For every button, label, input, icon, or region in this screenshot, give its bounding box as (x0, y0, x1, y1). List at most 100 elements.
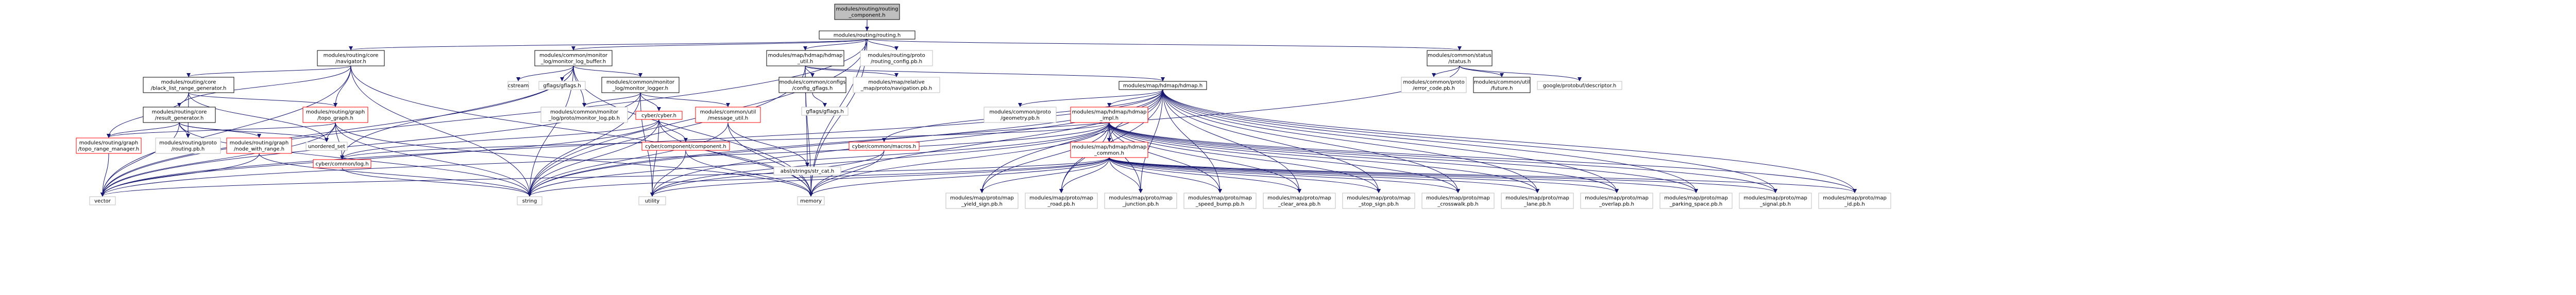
node-label: _id.pb.h (1844, 202, 1865, 207)
edge-core_navigator-to-string (350, 65, 532, 197)
node-topo_range_manager[interactable]: modules/routing/graph/topo_range_manager… (76, 137, 142, 154)
edge-hdmap_h-to-stop_sign (1162, 89, 1381, 193)
node-label: modules/map/proto/map (1109, 196, 1173, 201)
node-box (849, 142, 920, 151)
edge-result_generator-to-unordered_set (179, 122, 329, 142)
node-hdmap_common[interactable]: modules/map/hdmap/hdmap_common.h (1070, 142, 1148, 158)
node-box (801, 107, 849, 116)
node-error_code: modules/common/proto/error_code.pb.h (1401, 77, 1467, 93)
node-label: modules/map/proto/map (1267, 196, 1331, 201)
node-label: modules/common/proto (989, 110, 1050, 115)
edge-status_h-to-descriptor (1459, 65, 1582, 81)
node-core_navigator[interactable]: modules/routing/core/navigator.h (317, 50, 385, 66)
edge-result_generator-to-routing_pb (179, 122, 190, 138)
edge-cyber_h-to-cyber_component (658, 119, 688, 142)
node-label: _clear_area.pb.h (1278, 202, 1320, 207)
node-box (1104, 193, 1177, 209)
node-label: _parking_space.pb.h (1669, 202, 1723, 207)
node-label: modules/map/proto/map (1029, 196, 1093, 201)
node-label: _speed_bump.pb.h (1195, 202, 1244, 207)
node-label: string (522, 199, 537, 204)
node-label: _log/monitor_logger.h (612, 86, 668, 92)
node-signal_pb: modules/map/proto/map_signal.pb.h (1739, 193, 1812, 209)
node-label: /black_list_range_generator.h (151, 86, 227, 92)
node-box (540, 107, 628, 123)
edge-hdmap_h-to-string (528, 89, 1163, 197)
node-routing_pb: modules/routing/proto/routing.pb.h (155, 137, 221, 154)
node-box (1263, 193, 1336, 209)
node-memory: memory (797, 196, 825, 205)
edge-config_gflags-to-gflags_h (812, 92, 827, 107)
node-box (1025, 193, 1098, 209)
node-speed_bump: modules/map/proto/map_speed_bump.pb.h (1183, 193, 1257, 209)
edge-hdmap_h-to-clear_area (1162, 89, 1301, 193)
edge-hdmap_common-to-junction_pb (1109, 157, 1143, 193)
node-label: modules/map/proto/map (1505, 196, 1569, 201)
node-label: _map/proto/navigation.pb.h (860, 86, 933, 92)
node-hdmap_util[interactable]: modules/map/hdmap/hdmap_util.h (766, 50, 844, 66)
node-label: absl/strings/str_cat.h (781, 169, 834, 175)
node-absl_str_cat: absl/strings/str_cat.h (773, 166, 841, 176)
node-label: cstream (508, 83, 529, 89)
node-future_h[interactable]: modules/common/util/future.h (1473, 77, 1531, 93)
node-hdmap_h[interactable]: modules/map/hdmap/hdmap.h (1118, 81, 1207, 90)
node-gflags_h: gflags/gflags.h (801, 107, 849, 116)
node-label: _component.h (848, 13, 885, 19)
edge-hdmap_impl-to-cyber_log (340, 122, 1110, 160)
node-cyber_h[interactable]: cyber/cyber.h (635, 111, 683, 120)
edge-topo_graph-to-vector (100, 122, 336, 197)
node-box (507, 81, 529, 90)
node-status_h[interactable]: modules/common/status/status.h (1427, 50, 1493, 66)
node-hdmap_impl[interactable]: modules/map/hdmap/hdmap_impl.h (1070, 107, 1148, 123)
edge-hdmap_common-to-id_pb (1109, 157, 1857, 193)
node-label: cyber/common/log.h (315, 162, 368, 167)
edge-core_navigator-to-result_generator (177, 65, 351, 107)
edge-cyber_h-to-vector (100, 119, 659, 197)
edge-hdmap_common-to-clear_area (1109, 157, 1301, 193)
node-cyber_macros[interactable]: cyber/common/macros.h (849, 142, 920, 151)
node-black_list[interactable]: modules/routing/core/black_list_range_ge… (143, 77, 234, 93)
edge-hdmap_h-to-signal_pb (1162, 89, 1777, 193)
node-box (1342, 193, 1415, 209)
node-cyber_log[interactable]: cyber/common/log.h (313, 159, 371, 168)
node-label: _util.h (797, 59, 813, 65)
node-message_util[interactable]: modules/common/util/message_util.h (695, 107, 761, 123)
node-label: /status.h (1448, 59, 1471, 65)
node-label: modules/routing/proto (868, 53, 925, 59)
edge-cyber_macros-to-memory (809, 150, 885, 197)
node-label: modules/common/util (700, 110, 756, 115)
node-config_gflags[interactable]: modules/common/configs/config_gflags.h (778, 77, 846, 93)
node-box (155, 137, 221, 154)
edge-message_util-to-absl_str_cat (727, 122, 809, 167)
node-result_generator[interactable]: modules/routing/core/result_generator.h (143, 107, 216, 123)
node-cyber_component[interactable]: cyber/component/component.h (641, 142, 730, 151)
node-relative_map: modules/map/relative_map/proto/navigatio… (853, 77, 940, 93)
node-box (1070, 107, 1148, 123)
node-label: modules/map/hdmap/hdmap.h (1123, 83, 1202, 89)
node-label: _log/proto/monitor_log.pb.h (548, 116, 620, 122)
edge-hdmap_impl-to-vector (100, 122, 1110, 197)
node-parking_space: modules/map/proto/map_parking_space.pb.h (1659, 193, 1733, 209)
edge-monitor_log_buffer-to-cstream (516, 65, 574, 81)
node-monitor_log_buffer[interactable]: modules/common/monitor_log/monitor_log_b… (534, 50, 613, 66)
edge-hdmap_common-to-stop_sign (1109, 157, 1381, 193)
node-root[interactable]: modules/routing/routing_component.h (834, 4, 900, 20)
node-topo_graph[interactable]: modules/routing/graph/topo_graph.h (302, 107, 368, 123)
node-box (89, 196, 116, 205)
node-label: unordered_set (308, 144, 345, 150)
node-label: modules/routing/routing (836, 7, 899, 12)
edge-cyber_log-to-string (342, 167, 532, 197)
node-label: modules/routing/graph (230, 141, 289, 146)
node-label: modules/common/monitor (550, 110, 619, 115)
edge-hdmap_impl-to-id_pb (1109, 122, 1857, 193)
node-label: gflags/gflags.h (806, 109, 844, 115)
edge-routing_h-to-status_h (867, 39, 1462, 50)
node-box (302, 107, 368, 123)
edge-hdmap_h-to-overlap_pb (1162, 89, 1619, 193)
node-label: _crosswalk.pb.h (1437, 202, 1478, 207)
node-routing_h[interactable]: modules/routing/routing.h (819, 30, 916, 40)
node-node_with_range[interactable]: modules/routing/graph/node_with_range.h (226, 137, 292, 154)
edge-cyber_component-to-utility (650, 150, 686, 197)
node-monitor_logger[interactable]: modules/common/monitor_log/monitor_logge… (601, 77, 680, 93)
node-box (143, 77, 234, 93)
